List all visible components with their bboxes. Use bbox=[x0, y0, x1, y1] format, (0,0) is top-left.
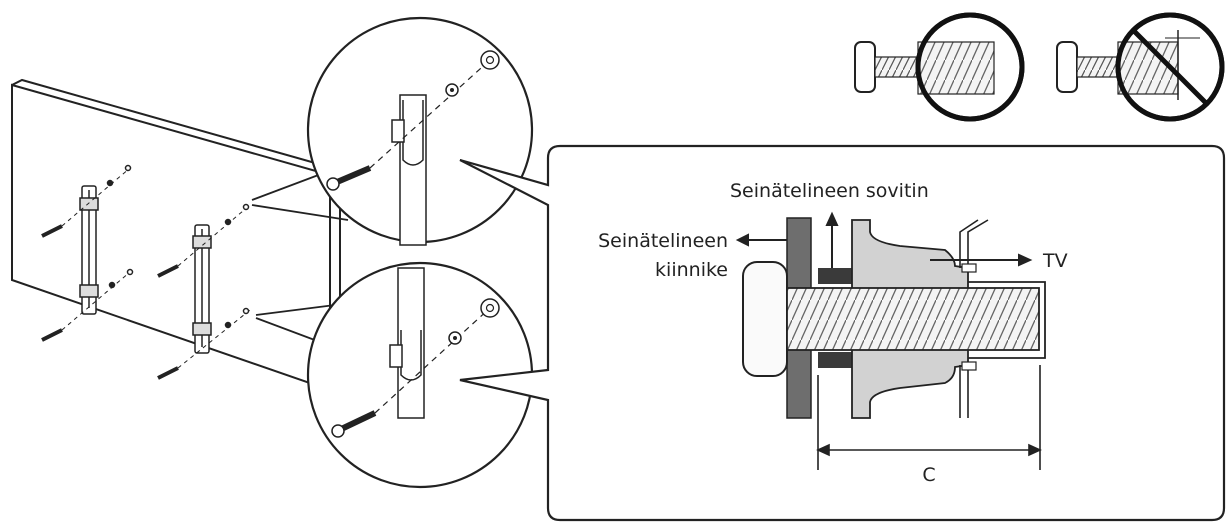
bracket-detail bbox=[399, 94, 427, 246]
washer-icon bbox=[445, 83, 459, 97]
prohibited-icon bbox=[1115, 12, 1225, 122]
detail-callout: Seinätelineen sovitin Seinätelineen kiin… bbox=[459, 144, 1226, 522]
screw-incorrect bbox=[1056, 12, 1225, 122]
label-tv: TV bbox=[1042, 250, 1068, 272]
label-bracket-line2: kiinnike bbox=[655, 259, 728, 281]
screw-icon bbox=[41, 268, 134, 342]
zoom-circle-bottom bbox=[306, 261, 534, 489]
screw-icon bbox=[41, 164, 132, 238]
label-adapter: Seinätelineen sovitin bbox=[730, 180, 929, 202]
wall-bracket-left bbox=[79, 185, 99, 315]
zoom-circle-top bbox=[306, 16, 534, 246]
label-dimension-c: C bbox=[922, 464, 935, 486]
tv-panel bbox=[11, 78, 341, 392]
bolt-icon bbox=[331, 410, 377, 438]
nut-icon bbox=[480, 298, 500, 318]
bolt-icon bbox=[326, 165, 372, 191]
bracket-detail bbox=[397, 267, 425, 419]
tv-screws bbox=[41, 164, 251, 380]
label-bracket-line1: Seinätelineen bbox=[598, 230, 728, 252]
wall-bracket-right bbox=[192, 224, 212, 354]
screw-icon bbox=[157, 203, 251, 278]
screw-icon bbox=[157, 307, 251, 380]
washer-icon bbox=[448, 331, 462, 345]
screw-shaft bbox=[786, 287, 1040, 351]
spacer-bottom bbox=[818, 352, 852, 368]
spacer-top bbox=[818, 268, 852, 284]
screw-head bbox=[742, 261, 788, 377]
nut-icon bbox=[480, 50, 500, 70]
screw-correct bbox=[854, 12, 1025, 122]
